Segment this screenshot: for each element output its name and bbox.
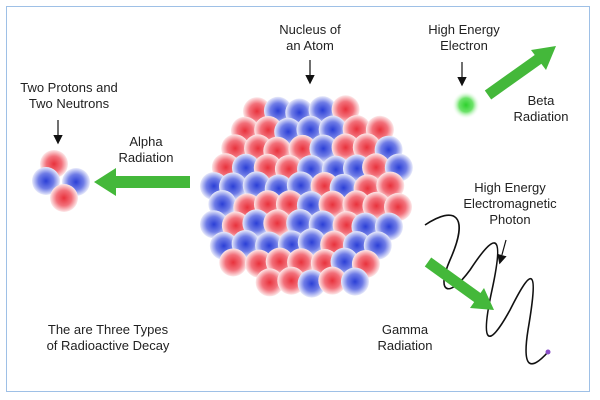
alpha-label-line2: Radiation (118, 150, 174, 165)
alpha-label-line1: Alpha (129, 134, 163, 149)
beta-label-line2: Radiation (513, 109, 569, 124)
alpha-particle (32, 150, 90, 212)
nucleon (331, 133, 360, 162)
gamma-label: Gamma Radiation (362, 322, 448, 354)
nucleon (318, 266, 347, 295)
photon-label: High Energy Electromagnetic Photon (446, 180, 574, 228)
nucleon (309, 134, 338, 163)
photon-wave (424, 214, 549, 365)
nucleon (342, 190, 371, 219)
nucleon (263, 209, 292, 238)
nucleus-label: Nucleus of an Atom (262, 22, 358, 54)
nucleon (255, 268, 284, 297)
nucleus-label-line2: an Atom (286, 38, 334, 53)
nucleon (341, 267, 370, 296)
gamma-arrow (424, 257, 494, 310)
nucleus-label-line1: Nucleus of (279, 22, 341, 37)
caption-line1: The are Three Types (47, 322, 169, 337)
alpha-arrow (94, 168, 190, 196)
nucleon (362, 191, 391, 220)
electron-label-line2: Electron (440, 38, 488, 53)
nucleon (242, 209, 271, 238)
gamma-label-line2: Radiation (377, 338, 433, 353)
gamma-label-line1: Gamma (381, 322, 429, 337)
nucleon (376, 171, 405, 200)
photon-pointer (497, 239, 507, 265)
caption-line2: of Radioactive Decay (46, 338, 170, 353)
alpha-particle-label-line2: Two Neutrons (28, 96, 110, 111)
caption: The are Three Types of Radioactive Decay (28, 322, 188, 354)
photon-end-dot (545, 349, 551, 355)
beta-label: Beta Radiation (502, 93, 580, 125)
photon-label-line3: Photon (489, 212, 531, 227)
electron (452, 91, 480, 119)
nucleon (219, 248, 248, 277)
electron-label-line1: High Energy (428, 22, 500, 37)
alpha-particle-label: Two Protons and Two Neutrons (14, 80, 124, 112)
beta-arrow (484, 46, 556, 100)
photon-label-line1: High Energy (474, 180, 546, 195)
beta-label-line1: Beta (527, 93, 555, 108)
photon-label-line2: Electromagnetic (463, 196, 557, 211)
alpha-particle-label-line1: Two Protons and (20, 80, 118, 95)
nucleon (199, 210, 228, 239)
nucleon (297, 269, 326, 298)
electron-label: High Energy Electron (414, 22, 514, 54)
atom-nucleus (199, 95, 413, 298)
alpha-label: Alpha Radiation (104, 134, 188, 166)
